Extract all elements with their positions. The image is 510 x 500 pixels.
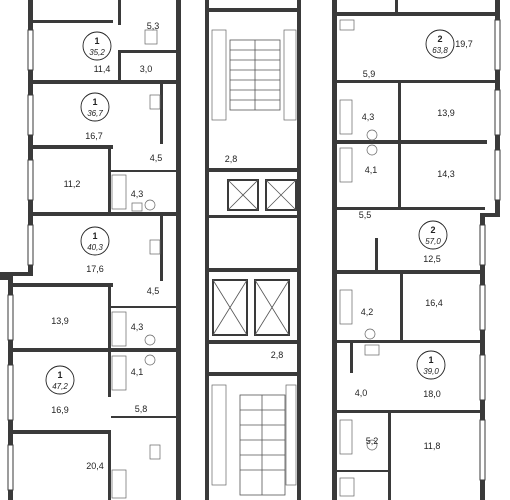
unit-rooms: 1 (57, 370, 62, 380)
unit-badge: 1 47,2 (45, 365, 75, 395)
central-core (205, 0, 301, 500)
room-area-label: 4,5 (150, 153, 163, 163)
room-area-label: 16,4 (425, 298, 443, 308)
unit-rooms: 1 (92, 97, 97, 107)
unit-rooms: 1 (94, 36, 99, 46)
room-area-label: 11,2 (64, 179, 81, 189)
unit-area: 47,2 (52, 382, 68, 391)
left-facade-windows (7, 29, 34, 491)
unit-badge: 1 35,2 (82, 31, 112, 61)
room-area-label: 17,6 (86, 264, 104, 274)
room-area-label: 2,8 (225, 154, 238, 164)
room-area-label: 16,9 (51, 405, 69, 415)
room-area-label: 4,3 (131, 189, 144, 199)
right-bathroom-fixtures (339, 19, 380, 497)
room-area-label: 14,3 (437, 169, 455, 179)
room-area-label: 4,1 (365, 165, 378, 175)
room-area-label: 2,8 (271, 350, 284, 360)
room-area-label: 4,2 (361, 307, 374, 317)
room-area-label: 13,9 (51, 316, 69, 326)
room-area-label: 4,5 (147, 286, 160, 296)
unit-rooms: 2 (430, 225, 435, 235)
room-area-label: 5,2 (366, 436, 379, 446)
room-area-label: 5,3 (147, 21, 160, 31)
room-area-label: 5,5 (359, 210, 372, 220)
left-bathroom-fixtures (111, 29, 161, 499)
unit-area: 35,2 (89, 48, 105, 57)
room-area-label: 18,0 (423, 389, 441, 399)
room-area-label: 3,0 (140, 64, 153, 74)
room-area-label: 20,4 (86, 461, 104, 471)
room-area-label: 11,4 (94, 64, 111, 74)
room-area-label: 13,9 (437, 108, 455, 118)
right-facade-windows (479, 19, 501, 481)
room-labels: 5,3 11,4 3,0 16,7 4,5 11,2 4,3 17,6 4,5 … (51, 21, 473, 471)
unit-badge: 1 36,7 (80, 92, 110, 122)
unit-badge: 2 63,8 (425, 29, 455, 59)
unit-rooms: 1 (92, 231, 97, 241)
room-area-label: 4,3 (362, 112, 375, 122)
room-area-label: 5,8 (135, 404, 148, 414)
room-area-label: 4,3 (131, 322, 144, 332)
unit-area: 39,0 (423, 367, 439, 376)
room-area-label: 16,7 (85, 131, 103, 141)
unit-area: 36,7 (87, 109, 103, 118)
room-area-label: 19,7 (455, 39, 473, 49)
room-area-label: 4,1 (131, 367, 144, 377)
unit-badge: 2 57,0 (418, 220, 448, 250)
unit-badge: 1 39,0 (416, 350, 446, 380)
unit-area: 63,8 (432, 46, 448, 55)
unit-area: 57,0 (425, 237, 441, 246)
right-block-walls (332, 0, 500, 500)
room-area-label: 5,9 (363, 69, 376, 79)
room-area-label: 11,8 (424, 441, 441, 451)
room-area-label: 4,0 (355, 388, 368, 398)
room-area-label: 12,5 (423, 254, 441, 264)
unit-area: 40,3 (87, 243, 103, 252)
unit-rooms: 2 (437, 34, 442, 44)
unit-badge: 1 40,3 (80, 226, 110, 256)
unit-rooms: 1 (428, 355, 433, 365)
